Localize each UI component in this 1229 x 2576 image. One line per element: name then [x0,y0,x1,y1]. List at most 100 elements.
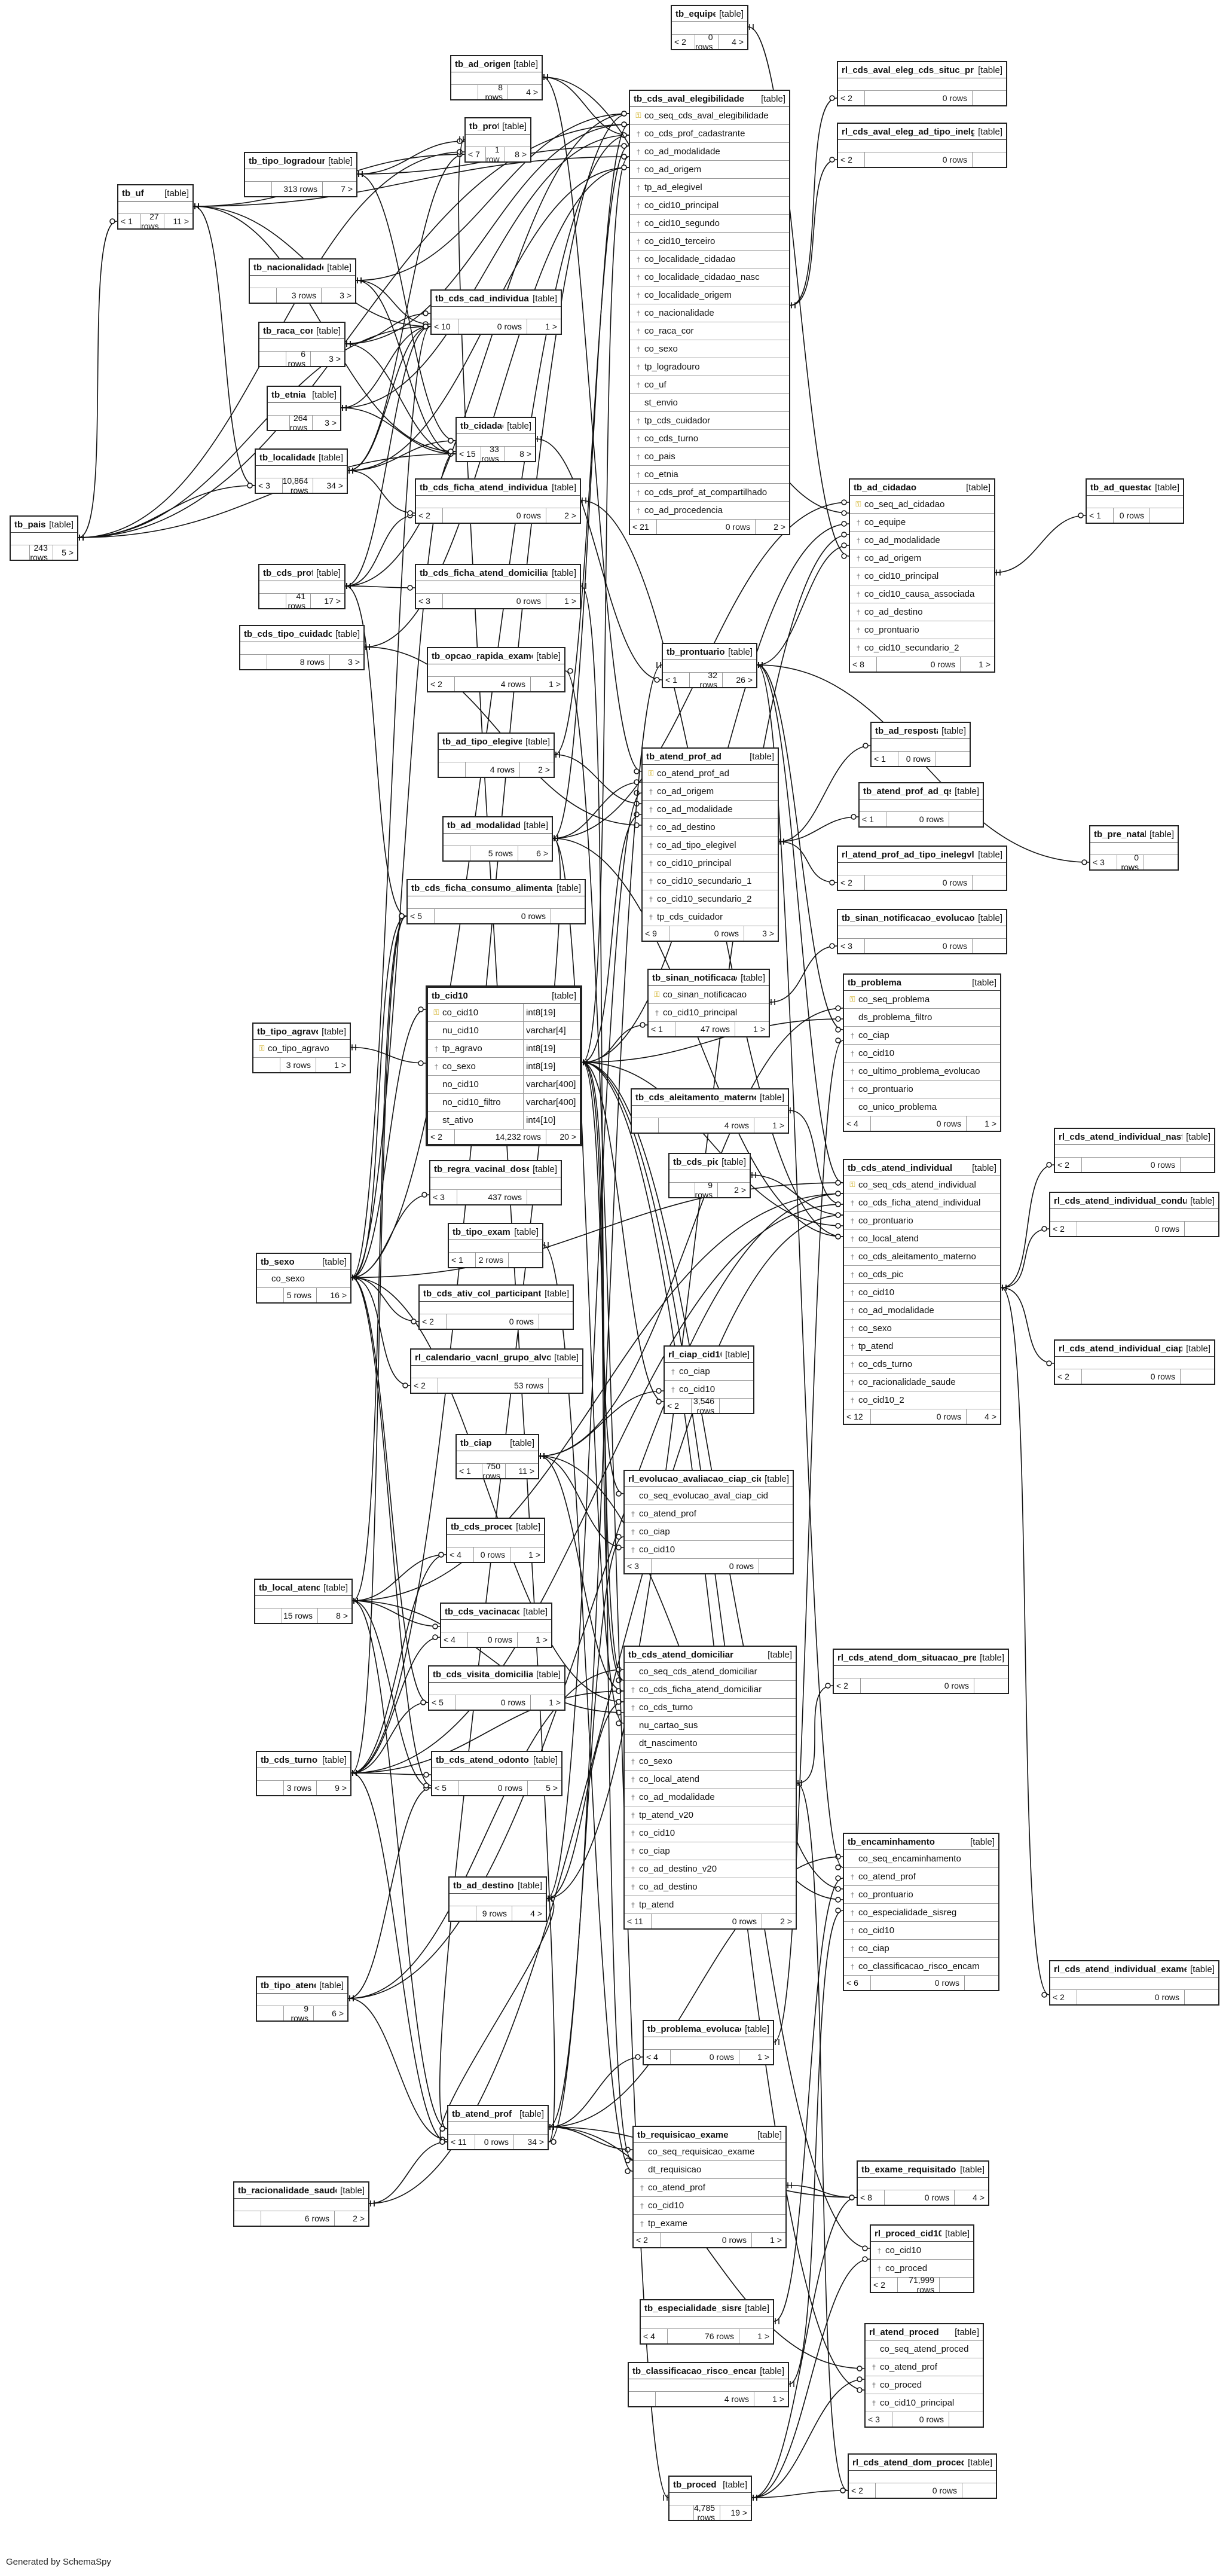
column-row[interactable]: †co_ad_modalidade [850,532,994,550]
column-row[interactable]: ⚿co_atend_prof_ad [643,765,778,783]
column-row[interactable]: †co_cid10_principal [643,854,778,872]
column-row[interactable]: †co_ad_modalidade [625,1788,796,1806]
column-row[interactable]: †co_cid10_secundario_2 [850,639,994,657]
column-row[interactable]: †tp_atend [625,1896,796,1914]
column-row[interactable]: †co_pais [630,448,789,466]
column-row[interactable]: †co_ad_modalidade [643,801,778,819]
column-row[interactable]: †co_cid10_secundario_2 [643,890,778,908]
column-row[interactable]: †co_cid10 [625,1541,793,1559]
column-row[interactable]: †co_ad_tipo_elegivel [643,837,778,854]
column-row[interactable]: †co_ciap [844,1940,998,1958]
column-row[interactable]: co_unico_problema [844,1098,1000,1116]
column-row[interactable]: †co_cds_turno [630,430,789,448]
column-row[interactable]: †co_prontuario [844,1212,1000,1230]
table-rl-ciap-cid10[interactable]: rl_ciap_cid10[table]†co_ciap†co_cid10< 2… [664,1345,754,1415]
column-row[interactable]: †co_ciap [665,1363,753,1381]
column-row[interactable]: †co_etnia [630,466,789,484]
table-tb-ad-cidadao[interactable]: tb_ad_cidadao[table]⚿co_seq_ad_cidadao†c… [849,478,995,673]
column-row[interactable]: †co_cid10_principal [850,567,994,585]
column-row[interactable]: †tp_atend [844,1338,1000,1356]
column-row[interactable]: †co_cid10 [634,2197,785,2215]
column-row[interactable]: †co_classificacao_risco_encam [844,1958,998,1976]
column-row[interactable]: †co_ad_destino_v20 [625,1860,796,1878]
column-row[interactable]: †co_cid10_principal [649,1004,769,1022]
column-row[interactable]: †co_localidade_cidadao_nasc [630,268,789,286]
table-rl-evolucao-avaliacao-ciap-cid[interactable]: rl_evolucao_avaliacao_ciap_cid[table]co_… [623,1470,794,1574]
table-rl-cds-atend-dom-situacao-pres[interactable]: rl_cds_atend_dom_situacao_pres[table]< 2… [833,1649,1009,1694]
column-row[interactable]: †tp_ad_elegivel [630,179,789,197]
column-row[interactable]: †co_cid10 [844,1045,1000,1063]
column-row[interactable]: †co_prontuario [844,1081,1000,1098]
column-row[interactable]: †co_sexo [844,1320,1000,1338]
column-row[interactable]: †co_proced [871,2260,973,2278]
column-row[interactable]: †co_especialidade_sisreg [844,1904,998,1922]
column-row[interactable]: †co_cid10_2 [844,1391,1000,1409]
column-row[interactable]: †co_ultimo_problema_evolucao [844,1063,1000,1081]
table-tb-cds-atend-domiciliar[interactable]: tb_cds_atend_domiciliar[table]co_seq_cds… [623,1646,797,1930]
column-row[interactable]: †co_uf [630,376,789,394]
column-row[interactable]: ⚿co_seq_cds_aval_elegibilidade [630,107,789,125]
column-row[interactable]: †tp_atend_v20 [625,1806,796,1824]
table-rl-atend-proced[interactable]: rl_atend_proced[table]co_seq_atend_proce… [864,2323,984,2428]
column-row[interactable]: †co_ciap [625,1842,796,1860]
table-tb-requisicao-exame[interactable]: tb_requisicao_exame[table]co_seq_requisi… [632,2126,787,2248]
column-row[interactable]: †co_cds_turno [625,1699,796,1717]
column-row[interactable]: st_envio [630,394,789,412]
column-row[interactable]: ⚿co_sinan_notificacao [649,986,769,1004]
column-row[interactable]: †co_equipe [850,514,994,532]
table-rl-cds-aval-eleg-ad-tipo-inelg[interactable]: rl_cds_aval_eleg_ad_tipo_inelg[table]< 2… [837,123,1007,168]
column-row[interactable]: †co_nacionalidade [630,304,789,322]
column-row[interactable]: †co_cid10 [844,1284,1000,1302]
column-row[interactable]: †co_localidade_cidadao [630,251,789,268]
table-rl-cds-aval-eleg-cds-situc-prs[interactable]: rl_cds_aval_eleg_cds_situc_prs[table]< 2… [837,61,1007,106]
column-row[interactable]: †co_ad_origem [850,550,994,567]
table-rl-atend-prof-ad-tipo-inelegvl[interactable]: rl_atend_prof_ad_tipo_inelegvl[table]< 2… [837,846,1007,891]
column-row[interactable]: †tp_logradouro [630,358,789,376]
table-tb-sinan-notificacao[interactable]: tb_sinan_notificacao[table]⚿co_sinan_not… [647,969,770,1037]
column-row[interactable]: †co_cds_prof_at_compartilhado [630,484,789,502]
column-row[interactable]: †co_cid10_principal [866,2394,983,2412]
column-row[interactable]: †co_cid10_segundo [630,215,789,233]
column-row[interactable]: †co_localidade_origem [630,286,789,304]
column-row[interactable]: †co_local_atend [625,1771,796,1788]
column-row[interactable]: †co_cds_aleitamento_materno [844,1248,1000,1266]
column-row[interactable]: †tp_cds_cuidador [630,412,789,430]
column-row[interactable]: †co_ciap [844,1027,1000,1045]
table-tb-cds-ficha-consumo-alimentar[interactable]: tb_cds_ficha_consumo_alimentar[table]< 5… [406,879,586,924]
column-row[interactable]: †co_ad_destino [643,819,778,837]
